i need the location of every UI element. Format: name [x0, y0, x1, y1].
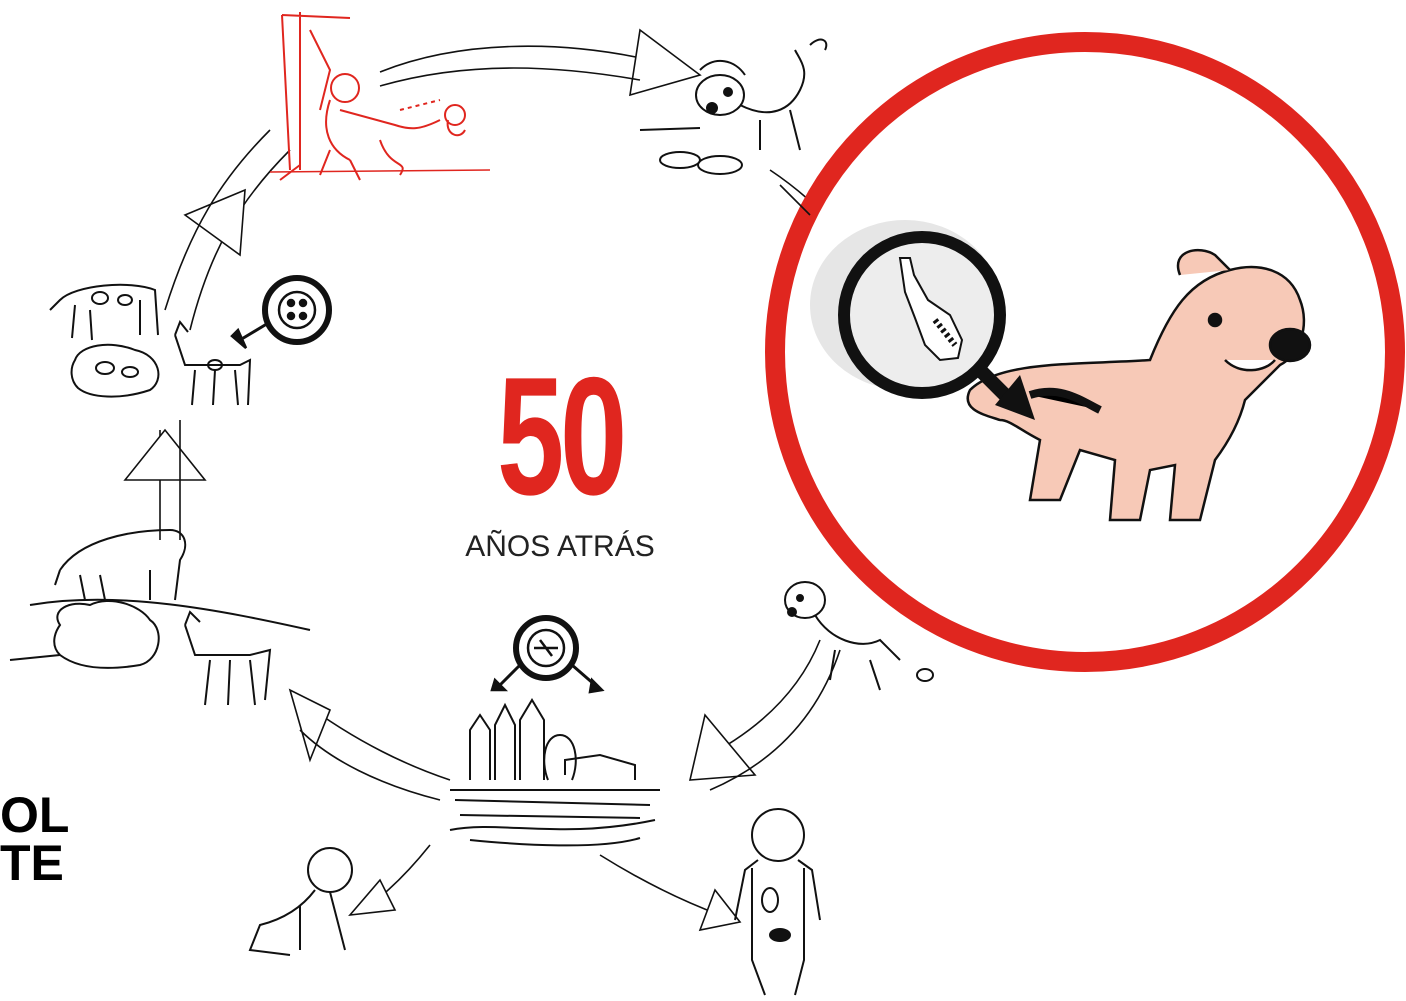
years-caption: AÑOS ATRÁS	[400, 530, 720, 564]
human-with-cysts-icon	[735, 809, 820, 995]
years-number: 50	[466, 352, 653, 520]
egg-badge-icon	[492, 618, 602, 692]
grazing-livestock-icon	[10, 530, 310, 705]
left-partial-text-line2: TE	[0, 838, 100, 888]
child-crawling-icon	[250, 848, 352, 955]
cyst-organ-badge-icon	[232, 278, 329, 348]
arrow-to-human	[600, 855, 720, 915]
livestock-with-cysts-icon	[50, 285, 250, 405]
left-partial-text-line1: OL	[0, 790, 100, 840]
hunter-dog-scene-icon	[270, 12, 490, 180]
contaminated-environment-icon	[450, 700, 660, 845]
